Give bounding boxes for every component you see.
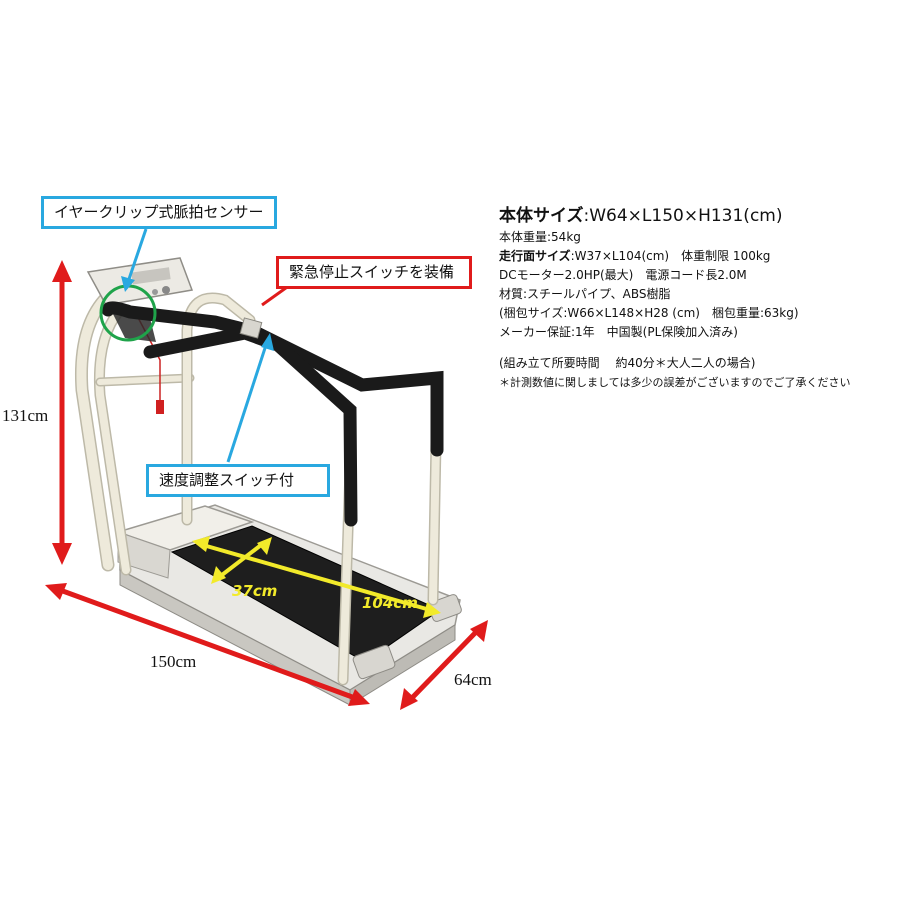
treadmill-deck — [115, 504, 462, 706]
spec-size-value: :W64×L150×H131(cm) — [583, 206, 783, 226]
emergency-stop-switch — [239, 317, 263, 339]
belt-arrows — [192, 536, 441, 618]
spec-running-label: 走行面サイズ — [499, 249, 571, 263]
spec-running-surface: 走行面サイズ:W37×L104(cm) 体重制限 100kg — [499, 247, 899, 266]
safety-key — [156, 400, 164, 414]
spec-size: 本体サイズ:W64×L150×H131(cm) — [499, 204, 899, 228]
spec-warranty: メーカー保証:1年 中国製(PL保険加入済み) — [499, 325, 738, 339]
width-dimension-label: 64cm — [454, 670, 492, 689]
spec-assembly: (組み立て所要時間 約40分＊大人二人の場合) — [499, 356, 756, 370]
length-dimension-label: 150cm — [150, 652, 197, 671]
spec-running-value: :W37×L104(cm) 体重制限 100kg — [570, 249, 771, 263]
spec-material: 材質:スチールパイプ、ABS樹脂 — [499, 287, 671, 301]
spec-size-label: 本体サイズ — [499, 206, 584, 226]
height-dimension-label: 131cm — [2, 406, 49, 425]
spec-note: ＊計測数値に関しましては多少の誤差がございますのでご了承ください — [499, 376, 851, 389]
callout-pointers — [121, 228, 274, 463]
belt-length-label: 104cm — [362, 594, 418, 612]
spec-package: (梱包サイズ:W66×L148×H28 (cm) 梱包重量:63kg) — [499, 306, 799, 320]
speed-switch-callout: 速度調整スイッチ付 — [146, 464, 330, 497]
console-panel — [86, 257, 194, 306]
spec-weight: 本体重量:54kg — [499, 230, 581, 244]
handrails — [101, 301, 444, 527]
ear-clip-sensor-callout: イヤークリップ式脈拍センサー — [41, 196, 277, 229]
dimension-arrows — [45, 260, 488, 710]
belt-width-label: 37cm — [232, 582, 278, 600]
emergency-stop-callout: 緊急停止スイッチを装備 — [276, 256, 472, 289]
spec-list: 本体サイズ:W64×L150×H131(cm) 本体重量:54kg 走行面サイズ… — [499, 204, 899, 392]
spec-motor: DCモーター2.0HP(最大) 電源コード長2.0M — [499, 268, 747, 282]
